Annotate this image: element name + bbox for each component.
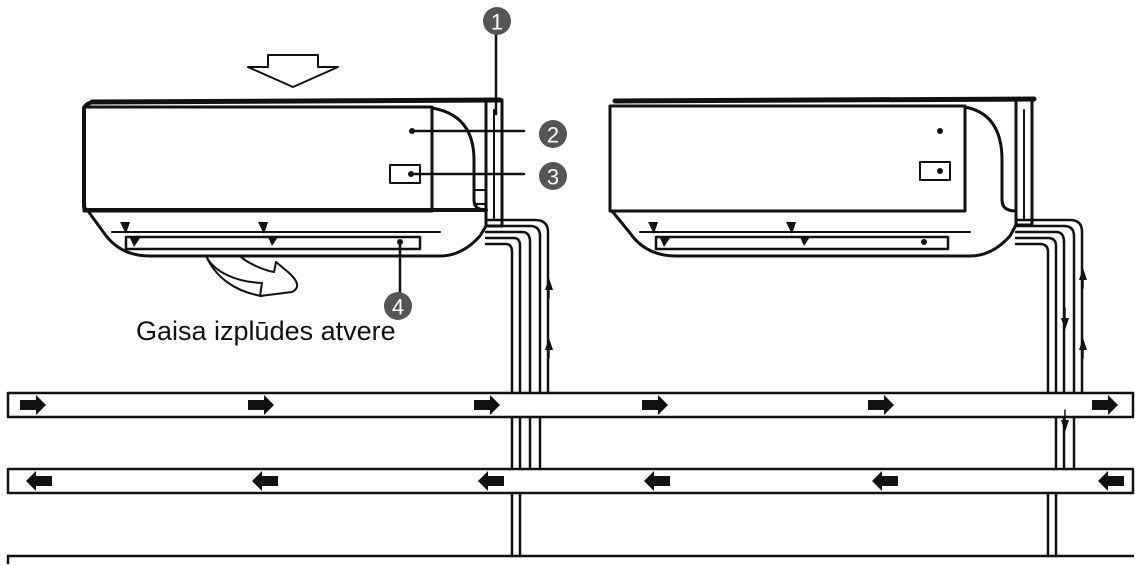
duct-supply xyxy=(6,391,1135,419)
air-outlet-arrow xyxy=(205,255,299,297)
air-outlet-caption: Gaisa izplūdes atvere xyxy=(136,316,396,346)
pipes-left xyxy=(484,218,553,558)
callout-4: 4 xyxy=(384,292,412,320)
pipes-right xyxy=(1014,218,1087,558)
callout-3: 3 xyxy=(539,162,567,190)
indoor-unit-left xyxy=(82,97,504,258)
indoor-unit-right xyxy=(608,96,1037,258)
callout-1-label: 1 xyxy=(491,10,503,35)
duct-bottom xyxy=(6,554,1135,565)
callout-leaders xyxy=(398,32,526,294)
flow-arrows-right xyxy=(20,395,1118,415)
callout-2-label: 2 xyxy=(547,123,559,148)
callout-2: 2 xyxy=(539,120,567,148)
callout-1: 1 xyxy=(483,7,511,35)
flow-arrows-left xyxy=(26,471,1124,491)
air-inlet-arrow xyxy=(247,54,339,88)
callout-3-label: 3 xyxy=(547,165,559,190)
callout-4-label: 4 xyxy=(392,295,404,320)
duct-return xyxy=(6,467,1135,495)
